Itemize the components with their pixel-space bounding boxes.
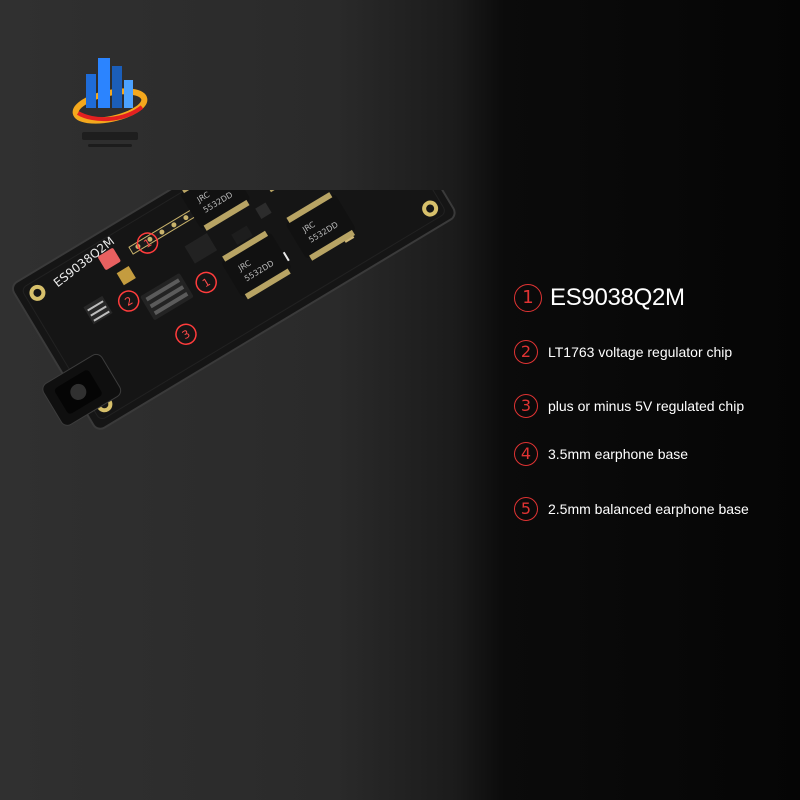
callout-label: 3.5mm earphone base	[548, 445, 689, 462]
callout-item: 5 2.5mm balanced earphone base	[514, 497, 749, 521]
callout-label: plus or minus 5V regulated chip	[548, 397, 745, 414]
circled-number-icon: 4	[514, 442, 538, 466]
dac-board-photo: ES9038Q2M	[11, 190, 456, 430]
callout-item: 4 3.5mm earphone base	[514, 442, 688, 466]
callout-item: 3 plus or minus 5V regulated chip	[514, 394, 744, 418]
circled-number-icon: 3	[514, 394, 538, 418]
brand-logo-icon	[72, 58, 148, 147]
callout-label: LT1763 voltage regulator chip	[548, 343, 733, 360]
feature-callouts: 1 ES9038Q2M 2 LT1763 voltage regulator c…	[514, 284, 794, 534]
callout-label: ES9038Q2M	[550, 284, 685, 311]
callout-label: 2.5mm balanced earphone base	[548, 500, 749, 517]
circled-number-icon: 1	[514, 284, 542, 313]
callout-item: 2 LT1763 voltage regulator chip	[514, 340, 732, 364]
callout-item: 1 ES9038Q2M	[514, 284, 685, 313]
circled-number-icon: 2	[514, 340, 538, 364]
circled-number-icon: 5	[514, 497, 538, 521]
